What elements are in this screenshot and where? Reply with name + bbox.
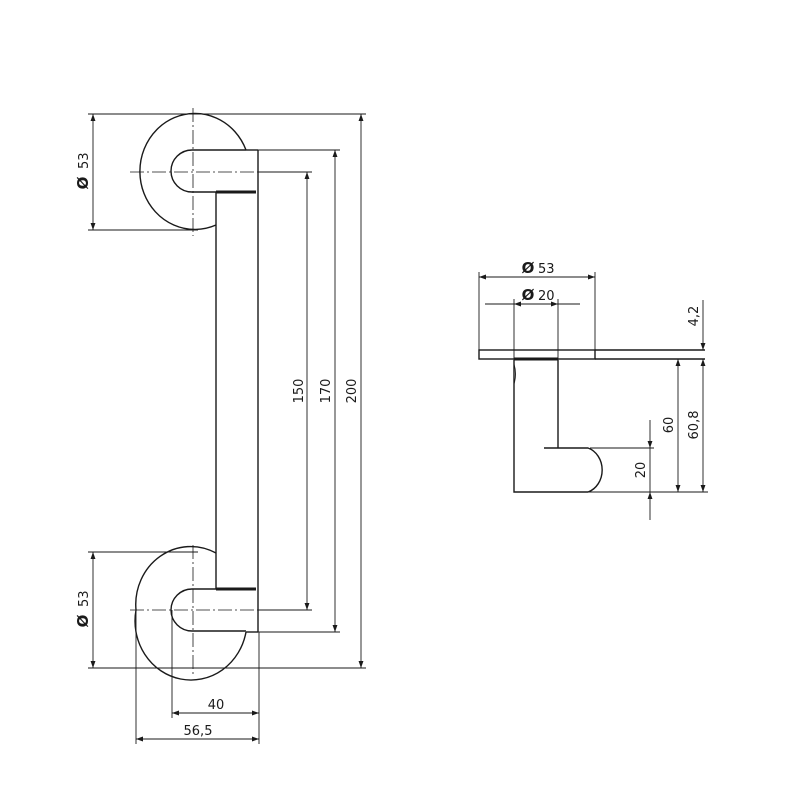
rose-bottom-outline bbox=[134, 545, 247, 681]
dim-40: 40 bbox=[208, 698, 225, 713]
svg-text:53: 53 bbox=[77, 590, 92, 607]
dim-150: 150 bbox=[292, 379, 307, 404]
break-line bbox=[513, 363, 516, 385]
svg-text:Ø: Ø bbox=[74, 614, 92, 627]
front-view: Ø 53 Ø 53 150 170 200 40 56,5 bbox=[74, 108, 366, 744]
dim-side-rose: Ø 53 bbox=[522, 259, 555, 277]
bend-top-inner bbox=[170, 149, 246, 193]
rose-top-outline bbox=[139, 112, 247, 231]
dim-170: 170 bbox=[319, 379, 334, 404]
svg-text:Ø: Ø bbox=[74, 176, 92, 189]
dim-grip-20: 20 bbox=[634, 462, 649, 479]
svg-text:20: 20 bbox=[538, 289, 555, 304]
svg-text:Ø: Ø bbox=[522, 259, 535, 277]
dim-56-5: 56,5 bbox=[184, 724, 213, 739]
dim-4-2: 4,2 bbox=[687, 306, 702, 327]
dim-60: 60 bbox=[662, 417, 677, 434]
svg-text:53: 53 bbox=[538, 262, 555, 277]
dim-rose-top: Ø 53 bbox=[74, 152, 92, 189]
dim-side-bar: Ø 20 bbox=[522, 286, 555, 304]
standoff-outline bbox=[513, 360, 603, 493]
dim-rose-bottom: Ø 53 bbox=[74, 590, 92, 627]
dim-200: 200 bbox=[345, 379, 360, 404]
svg-text:Ø: Ø bbox=[522, 286, 535, 304]
side-view: Ø 53 Ø 20 4,2 60 60,8 20 bbox=[478, 259, 708, 520]
dim-60-8: 60,8 bbox=[687, 411, 702, 440]
svg-text:53: 53 bbox=[77, 152, 92, 169]
